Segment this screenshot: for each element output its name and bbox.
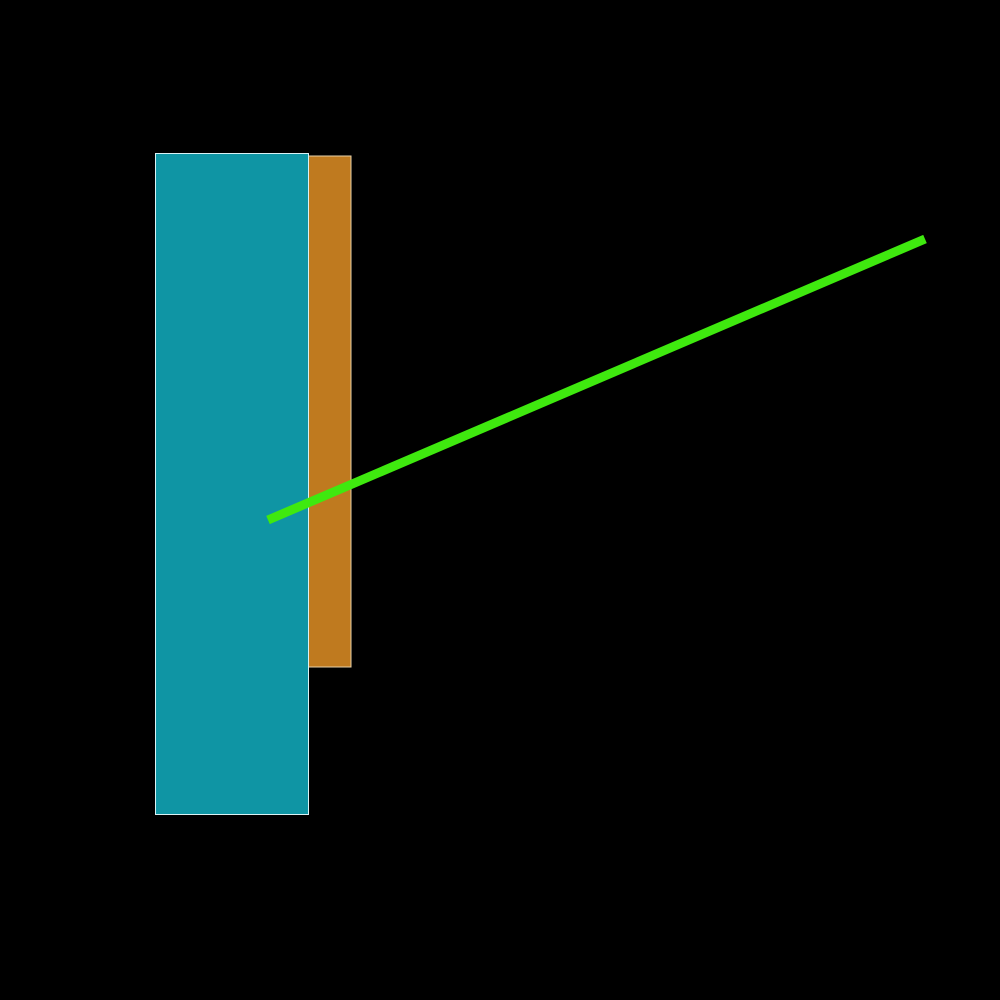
teal-rectangle (155, 153, 309, 815)
green-line (266, 234, 927, 525)
orange-rectangle (307, 155, 352, 668)
